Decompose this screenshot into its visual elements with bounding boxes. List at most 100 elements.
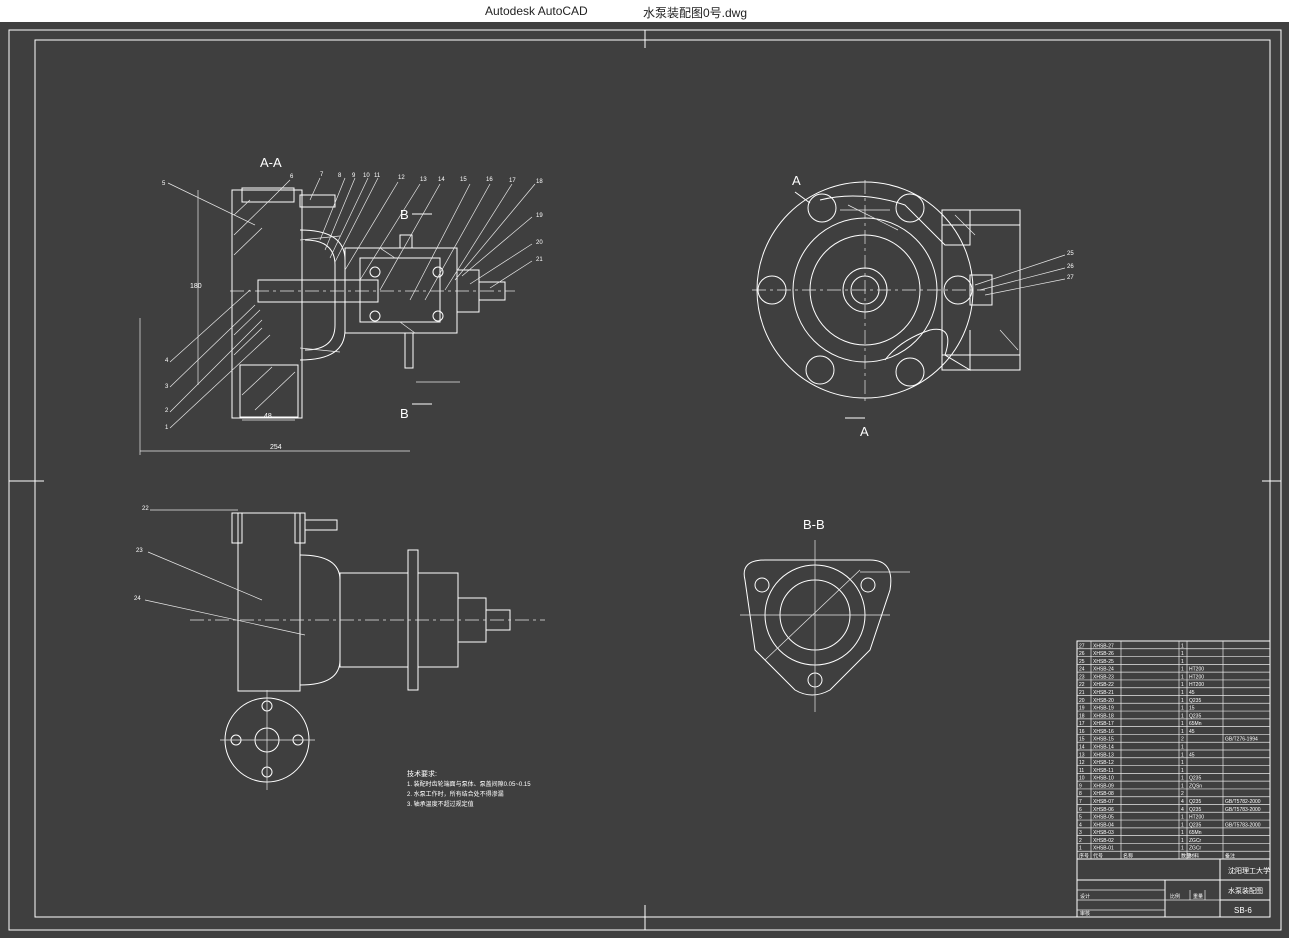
parts-row-cell: XHSB-18 — [1093, 713, 1114, 719]
svg-text:15: 15 — [460, 177, 467, 183]
parts-row-cell: XHSB-01 — [1093, 846, 1114, 852]
parts-row-cell: 18 — [1079, 713, 1085, 719]
parts-row-cell: 5 — [1079, 815, 1082, 821]
parts-row-cell: 4 — [1181, 799, 1184, 805]
svg-text:比例: 比例 — [1170, 893, 1180, 900]
parts-header-cell: 数量 — [1181, 853, 1191, 860]
parts-row-cell: 9 — [1079, 783, 1082, 789]
svg-text:2: 2 — [165, 408, 169, 414]
parts-row-cell: XHSB-26 — [1093, 651, 1114, 657]
parts-row-cell: XHSB-08 — [1093, 791, 1114, 797]
svg-text:14: 14 — [438, 177, 445, 183]
parts-row-cell: 1 — [1181, 776, 1184, 782]
parts-row-cell: Q235 — [1189, 807, 1201, 813]
parts-row-cell: GB/T5783-2000 — [1225, 822, 1261, 828]
parts-row-cell: 12 — [1079, 760, 1085, 766]
parts-row-cell: XHSB-03 — [1093, 830, 1114, 836]
svg-text:11: 11 — [374, 173, 381, 179]
svg-text:20: 20 — [536, 240, 543, 246]
parts-row-cell: 1 — [1181, 783, 1184, 789]
dim-254: 254 — [270, 444, 282, 451]
svg-text:24: 24 — [134, 596, 141, 602]
parts-row-cell: 2 — [1181, 737, 1184, 743]
parts-row-cell: 1 — [1181, 838, 1184, 844]
parts-row-cell: 20 — [1079, 698, 1085, 704]
parts-row-cell: XHSB-06 — [1093, 807, 1114, 813]
school-name: 沈阳理工大学 — [1228, 866, 1270, 875]
parts-row-cell: 1 — [1181, 822, 1184, 828]
parts-row-cell: XHSB-12 — [1093, 760, 1114, 766]
section-view-aa: A-A 254 — [139, 155, 536, 455]
drawing-canvas[interactable]: A-A 254 — [0, 22, 1289, 938]
parts-row-cell: 8 — [1079, 791, 1082, 797]
parts-row-cell: XHSB-07 — [1093, 799, 1114, 805]
parts-row-cell: 2 — [1181, 791, 1184, 797]
parts-row-cell: 16 — [1079, 729, 1085, 735]
parts-row-cell: 1 — [1181, 830, 1184, 836]
svg-text:21: 21 — [536, 257, 543, 263]
svg-text:3: 3 — [165, 384, 169, 390]
svg-text:16: 16 — [486, 177, 493, 183]
parts-row-cell: 22 — [1079, 682, 1085, 688]
parts-row-cell: Q235 — [1189, 698, 1201, 704]
svg-text:1: 1 — [165, 425, 169, 431]
svg-text:27: 27 — [1067, 275, 1074, 281]
parts-row-cell: 26 — [1079, 651, 1085, 657]
svg-text:审核: 审核 — [1080, 910, 1090, 917]
parts-row-cell: 19 — [1079, 706, 1085, 712]
parts-row-cell: XHSB-25 — [1093, 659, 1114, 665]
svg-text:5: 5 — [162, 181, 166, 187]
svg-text:技术要求:: 技术要求: — [407, 769, 437, 778]
section-bb-label: B-B — [803, 517, 825, 532]
parts-row-cell: 1 — [1181, 682, 1184, 688]
parts-row-cell: 13 — [1079, 752, 1085, 758]
parts-row-cell: 1 — [1181, 674, 1184, 680]
parts-row-cell: XHSB-09 — [1093, 783, 1114, 789]
title-block: 沈阳理工大学 水泵装配图 SB-6 比例 重量 设计 审核 — [1076, 858, 1271, 918]
balloons-top: 5 6 7 8 9 10 11 12 13 14 15 16 17 18 19 … — [162, 172, 543, 263]
parts-row-cell: GB/T5782-2000 — [1225, 799, 1261, 805]
parts-row-cell: XHSB-15 — [1093, 737, 1114, 743]
balloons-left: 4 3 2 1 — [165, 358, 169, 431]
svg-text:3. 轴承温度不超过规定值: 3. 轴承温度不超过规定值 — [407, 800, 474, 808]
parts-row-cell: 7 — [1079, 799, 1082, 805]
parts-row-cell: XHSB-13 — [1093, 752, 1114, 758]
parts-row-cell: 21 — [1079, 690, 1085, 696]
parts-row-cell: 14 — [1079, 745, 1085, 751]
parts-row-cell: XHSB-24 — [1093, 667, 1114, 673]
outer-border — [8, 29, 1282, 931]
parts-row-cell: 65Mn — [1189, 721, 1202, 727]
parts-row-cell: 1 — [1181, 745, 1184, 751]
parts-header-cell: 序号 — [1079, 853, 1089, 860]
window-titlebar: Autodesk AutoCAD 水泵装配图0号.dwg — [0, 0, 1289, 22]
svg-text:7: 7 — [320, 172, 324, 178]
parts-row-cell: 25 — [1079, 659, 1085, 665]
parts-row-cell: 15 — [1189, 706, 1195, 712]
cut-b-label-top: B — [400, 207, 409, 222]
parts-row-cell: 1 — [1181, 721, 1184, 727]
parts-row-cell: 3 — [1079, 830, 1082, 836]
svg-text:23: 23 — [136, 548, 143, 554]
parts-row-cell: Q235 — [1189, 799, 1201, 805]
parts-row-cell: HT200 — [1189, 815, 1204, 821]
technical-notes: 技术要求: 1. 装配时齿轮端面与泵体、泵盖间隙0.05~0.15 2. 水泵工… — [407, 769, 531, 808]
svg-text:18: 18 — [536, 179, 543, 185]
dim-180: 180 — [190, 283, 202, 290]
parts-row-cell: 45 — [1189, 690, 1195, 696]
svg-text:6: 6 — [290, 174, 294, 180]
parts-row-cell: 45 — [1189, 752, 1195, 758]
cut-a-label-bottom: A — [860, 424, 869, 439]
svg-text:13: 13 — [420, 177, 427, 183]
svg-text:17: 17 — [509, 178, 516, 184]
parts-row-cell: 6 — [1079, 807, 1082, 813]
parts-row-cell: 1 — [1181, 659, 1184, 665]
svg-text:26: 26 — [1067, 264, 1074, 270]
parts-row-cell: 1 — [1181, 706, 1184, 712]
parts-row-cell: XHSB-23 — [1093, 674, 1114, 680]
parts-row-cell: XHSB-21 — [1093, 690, 1114, 696]
parts-row-cell: XHSB-19 — [1093, 706, 1114, 712]
parts-row-cell: 15 — [1079, 737, 1085, 743]
svg-text:12: 12 — [398, 175, 405, 181]
parts-row-cell: 1 — [1181, 815, 1184, 821]
parts-row-cell: XHSB-05 — [1093, 815, 1114, 821]
